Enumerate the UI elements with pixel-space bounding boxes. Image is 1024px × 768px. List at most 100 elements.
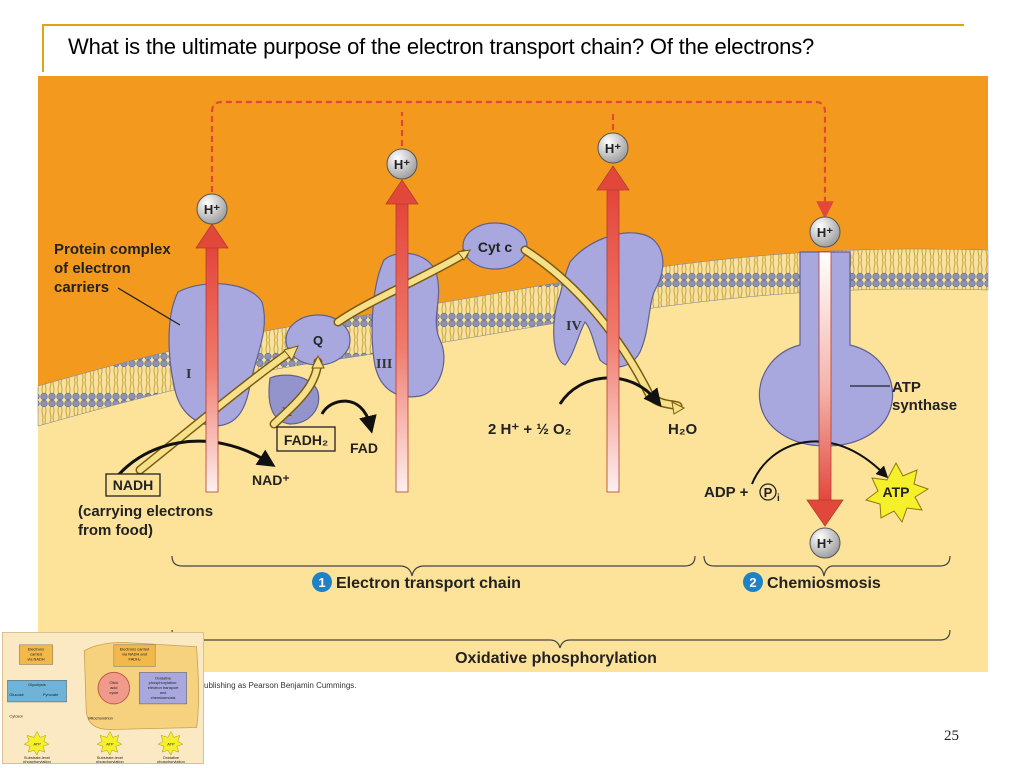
svg-text:Electrons: Electrons — [28, 647, 44, 652]
svg-text:carried: carried — [30, 652, 42, 657]
overview-inset: .t { font-family:"Liberation Sans", sans… — [2, 632, 204, 764]
svg-text:(carrying electrons: (carrying electrons — [78, 503, 213, 520]
cyt-c-label: Cyt c — [478, 239, 512, 255]
svg-text:from food): from food) — [78, 522, 153, 539]
svg-text:ATP: ATP — [106, 741, 114, 746]
oxygen-to-water-arrow — [558, 376, 662, 407]
complex-iv-label: IV — [566, 319, 582, 334]
chemi-number: 2 — [749, 575, 756, 590]
svg-text:carriers: carriers — [54, 279, 109, 296]
inset-oxphos-box — [139, 672, 187, 705]
respiration-overview: .t { font-family:"Liberation Sans", sans… — [7, 642, 199, 763]
svg-text:ATP: ATP — [892, 379, 921, 396]
fadh2-to-fad-arrow — [320, 399, 377, 434]
svg-text:synthase: synthase — [892, 397, 957, 414]
svg-text:ATP: ATP — [167, 741, 175, 746]
svg-text:Electrons carried: Electrons carried — [120, 647, 149, 652]
oxygen-reaction-label: 2 H⁺ + ½ O₂ — [488, 421, 571, 438]
atp-synthase-label: ATP synthase — [892, 379, 957, 414]
svg-text:Oxidative: Oxidative — [163, 755, 179, 760]
svg-text:H⁺: H⁺ — [204, 202, 220, 217]
nadh-to-nad-arrow — [108, 439, 276, 487]
electron-arrowhead-q — [283, 345, 299, 361]
svg-text:Cytosol: Cytosol — [9, 714, 22, 719]
svg-text:Mitochondrion: Mitochondrion — [88, 716, 113, 721]
nadh-box — [105, 473, 161, 497]
inset-citric-cycle — [97, 671, 131, 705]
proton-ball-atp-bottom: H⁺ — [809, 527, 841, 559]
svg-text:Protein complex: Protein complex — [54, 241, 171, 258]
svg-text:Substrate-level: Substrate-level — [97, 755, 123, 760]
atp-starburst — [864, 461, 930, 524]
complex-iii-label: III — [376, 357, 392, 372]
svg-text:phosphorylation: phosphorylation — [157, 759, 185, 763]
oxphos-section-label: Oxidative phosphorylation — [455, 650, 657, 667]
etc-section-label: Electron transport chain — [336, 575, 521, 592]
svg-text:FADH₂: FADH₂ — [129, 657, 141, 662]
q-label: Q — [313, 333, 323, 348]
protein-complex-leader — [117, 287, 181, 326]
inset-fadh-box — [113, 644, 156, 667]
etc-number-badge — [312, 572, 332, 592]
proton-ball-i: H⁺ — [196, 193, 228, 225]
svg-text:H⁺: H⁺ — [817, 225, 833, 240]
proton-arrowhead-iv — [596, 165, 630, 191]
svg-text:via NADH: via NADH — [27, 657, 44, 662]
title-left-rule — [42, 24, 44, 72]
svg-text:H⁺: H⁺ — [394, 157, 410, 172]
proton-gradient-flow — [210, 100, 834, 219]
atp-label: ATP — [883, 484, 910, 500]
proton-arrowhead-i — [195, 223, 229, 249]
copyright-text: ublishing as Pearson Benjamin Cummings. — [204, 681, 357, 690]
inset-atp-3 — [157, 731, 184, 756]
svg-text:chemiosmosis: chemiosmosis — [151, 695, 176, 700]
svg-text:Glycolysis: Glycolysis — [28, 682, 46, 687]
svg-text:Citric: Citric — [109, 680, 118, 685]
svg-text:Pyruvate: Pyruvate — [43, 692, 58, 697]
svg-text:phosphorylation: phosphorylation — [23, 759, 51, 763]
phosphate-label: P — [764, 485, 773, 500]
svg-text:Glucose: Glucose — [9, 692, 23, 697]
svg-text:ATP: ATP — [33, 741, 41, 746]
proton-ball-iv: H⁺ — [597, 132, 629, 164]
svg-text:and: and — [160, 690, 167, 695]
page-number: 25 — [944, 728, 959, 744]
chemiosmosis-bracket — [703, 555, 951, 577]
proton-channel-atp-synthase — [818, 251, 832, 505]
electron-arrowhead-water — [671, 401, 686, 415]
etc-bracket — [171, 555, 696, 577]
svg-text:via NADH and: via NADH and — [122, 652, 147, 657]
carrying-electrons-label: (carrying electrons from food) — [78, 503, 213, 539]
svg-text:electron transport: electron transport — [148, 685, 179, 690]
svg-text:of electron: of electron — [54, 260, 131, 277]
svg-text:cycle: cycle — [109, 690, 118, 695]
chemi-number-badge — [743, 572, 763, 592]
electron-arrowhead-cytc — [457, 249, 471, 261]
proton-arrowhead-iii — [385, 179, 419, 205]
inset-atp-2 — [96, 731, 123, 756]
svg-text:Oxidative: Oxidative — [155, 675, 171, 680]
svg-text:phosphorylation: phosphorylation — [96, 759, 124, 763]
water-label: H₂O — [668, 421, 697, 438]
complex-i-label: I — [186, 367, 191, 382]
svg-text:acid: acid — [110, 685, 117, 690]
inset-atp-1 — [23, 731, 50, 756]
adp-label: ADP + — [704, 484, 749, 501]
inset-nadh-box — [19, 644, 54, 665]
fadh2-label: FADH₂ — [284, 432, 328, 448]
phosphate-circle — [759, 483, 777, 501]
proton-arrowhead-atp-synthase — [806, 499, 844, 527]
svg-text:H⁺: H⁺ — [605, 141, 621, 156]
nadh-label: NADH — [113, 477, 153, 493]
nad-plus-label: NAD⁺ — [252, 472, 290, 488]
proton-channel-i — [205, 243, 219, 493]
title-top-rule — [42, 24, 964, 26]
proton-channel-iv — [606, 185, 620, 493]
protein-complex-label: Protein complex of electron carriers — [54, 241, 171, 296]
slide-title: What is the ultimate purpose of the elec… — [68, 34, 815, 59]
fad-label: FAD — [350, 440, 378, 456]
etc-number: 1 — [318, 575, 325, 590]
chemi-section-label: Chemiosmosis — [767, 575, 881, 592]
svg-text:phosphorylation:: phosphorylation: — [149, 680, 178, 685]
